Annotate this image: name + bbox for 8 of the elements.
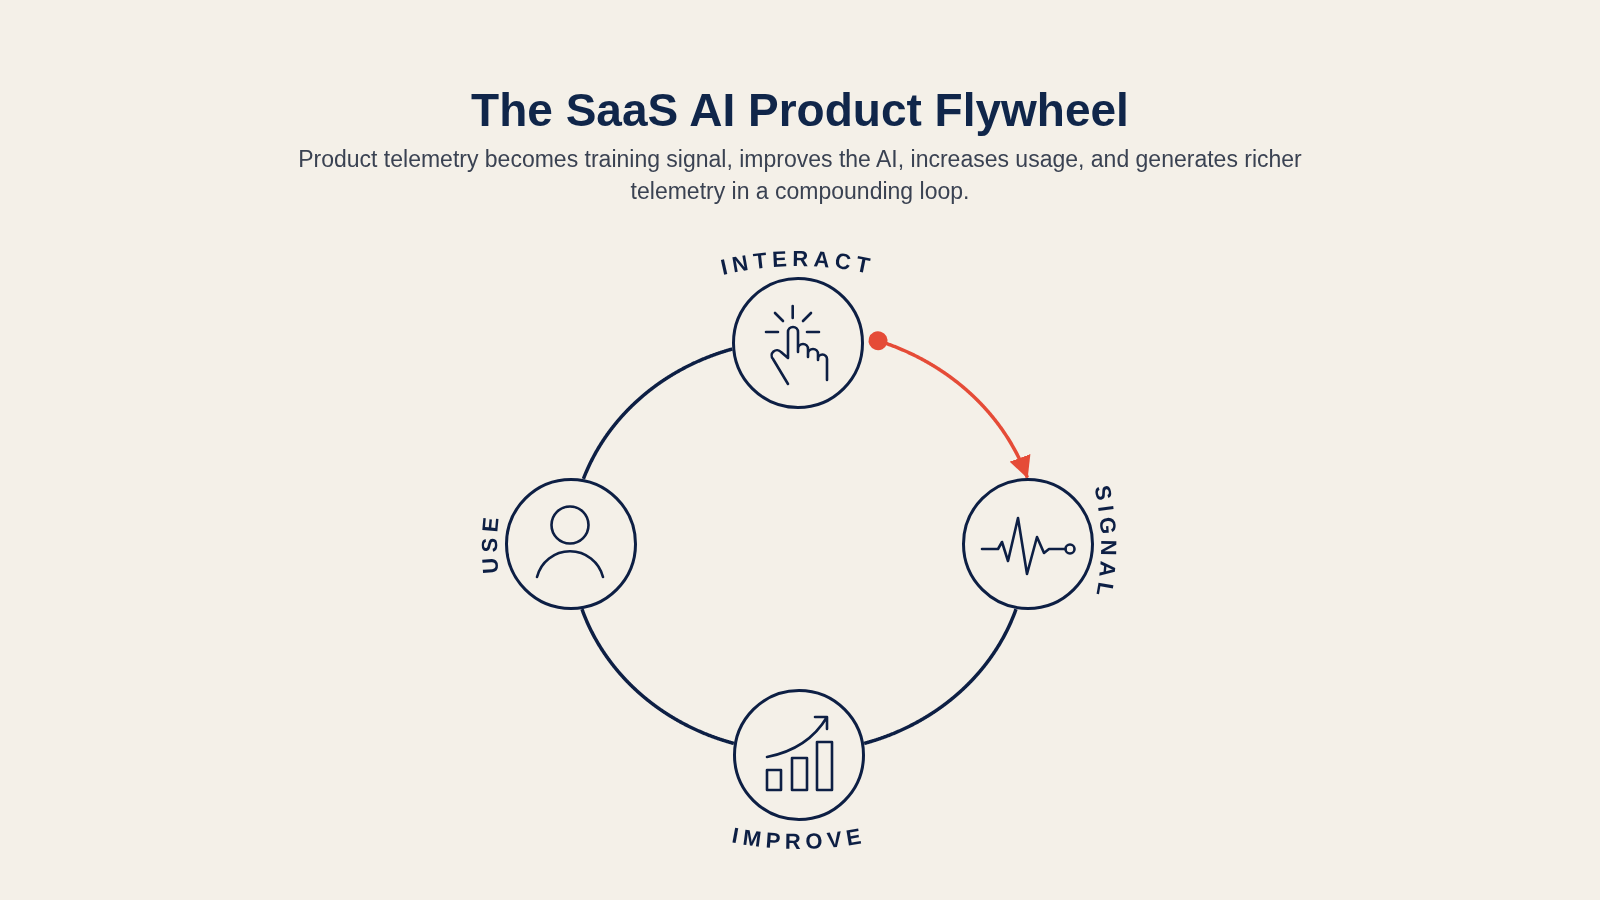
cycle-arc (581, 347, 734, 481)
cycle-arc (862, 607, 1018, 746)
step-label: IMPROVE (729, 822, 868, 854)
cycle-arc (580, 607, 736, 746)
curved-arrow (868, 331, 1031, 479)
step-label: INTERACT (717, 245, 877, 280)
page-title: The SaaS AI Product Flywheel (471, 84, 1129, 136)
subtitle: Product telemetry becomes training signal, improves the AI, increases usage, and generates richer telemetry in a compounding loop. (297, 145, 1303, 206)
